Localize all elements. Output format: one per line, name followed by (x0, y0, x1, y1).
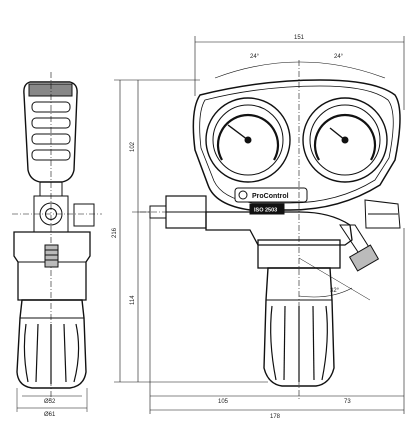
side-grip-2 (35, 323, 39, 383)
main-grip-2 (283, 305, 286, 381)
main-grip-4 (312, 305, 315, 381)
side-grip-4 (63, 323, 67, 383)
right-adjust-knob (364, 199, 401, 229)
angle-32-leader (298, 257, 371, 301)
right-gauge-face (309, 104, 381, 176)
main-body (205, 211, 353, 246)
front-view (140, 60, 401, 400)
dim-dia-outer: Ø61 (44, 412, 56, 418)
side-grip-5 (73, 323, 80, 383)
left-gauge-face (212, 104, 284, 176)
side-knob-cap (28, 83, 73, 97)
dim-top-width: 151 (294, 35, 305, 41)
right-gauge-scale (313, 113, 377, 161)
dim-angle-right: 24° (334, 54, 344, 60)
side-port-nut (73, 203, 95, 227)
left-gauge-scale (216, 113, 280, 161)
side-grip-1 (23, 323, 29, 383)
left-gauge-outer (205, 97, 291, 183)
left-gauge-hub (244, 136, 252, 144)
brand-label: ProControl (252, 193, 289, 200)
dim-height-total: 216 (112, 227, 118, 238)
side-view (12, 72, 102, 412)
angle-32-arc (298, 287, 353, 298)
side-thread (44, 244, 59, 268)
dim-angle-left: 24° (250, 54, 260, 60)
gauge-housing-inner (199, 85, 394, 204)
main-grip-5 (321, 305, 328, 381)
dimension-lines (114, 36, 405, 414)
right-gauge-outer (302, 97, 388, 183)
dim-depth-right: 73 (344, 399, 351, 405)
side-body-housing (13, 231, 91, 301)
dim-dia-inner: Ø52 (44, 399, 56, 405)
brand-logo-icon (238, 190, 248, 200)
dim-height-upper: 102 (130, 141, 136, 152)
dimension-labels: 151 24° 24° 102 216 114 32° Ø52 Ø61 105 … (44, 35, 351, 420)
dim-depth-total: 178 (270, 414, 281, 420)
side-knob (23, 81, 78, 183)
main-bottom-knob (263, 267, 335, 387)
right-gauge-hub (341, 136, 349, 144)
branding-labels: ProControl ISO 2503 (238, 190, 289, 214)
iso-badge (249, 203, 285, 215)
dim-depth-left: 105 (218, 399, 229, 405)
brand-plate (234, 187, 308, 203)
iso-label: ISO 2503 (254, 208, 277, 214)
dim-angle-bottom: 32° (330, 288, 340, 294)
left-gauge-needle (227, 124, 249, 141)
side-bottom-knob (16, 299, 87, 389)
gauge-housing (192, 79, 401, 211)
main-grip-1 (270, 305, 277, 381)
outlet-thread (348, 244, 380, 272)
dim-height-lower: 114 (130, 295, 136, 305)
